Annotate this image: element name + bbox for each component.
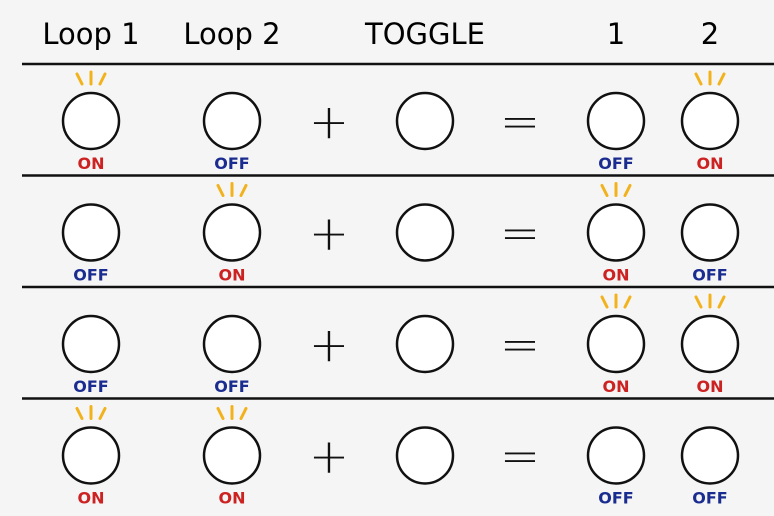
state-label: OFF xyxy=(73,266,108,285)
footswitch-circle-icon xyxy=(680,91,740,151)
state-label: OFF xyxy=(692,266,727,285)
footswitch-circle-icon xyxy=(202,314,262,374)
lit-indicator-icon xyxy=(600,293,632,309)
toggle-footswitch-icon xyxy=(395,91,455,151)
loop2-switch: OFF xyxy=(202,91,262,173)
lit-indicator-icon xyxy=(75,70,107,86)
equals-sign: = xyxy=(500,94,540,150)
footswitch-circle-icon xyxy=(202,426,262,485)
footswitch-circle-icon xyxy=(680,203,740,262)
header-loop1: Loop 1 xyxy=(42,17,139,51)
glow-ray xyxy=(600,295,609,309)
header-toggle: TOGGLE xyxy=(364,17,485,51)
loop1-switch: ON xyxy=(61,70,121,173)
footswitch-circle-icon xyxy=(202,91,262,151)
glow-ray xyxy=(717,72,726,86)
toggle-footswitch-icon xyxy=(395,314,455,374)
footswitch-circle-icon xyxy=(61,314,121,374)
state-label: ON xyxy=(78,489,105,508)
header-output-1: 1 xyxy=(607,17,625,51)
output1-switch: ON xyxy=(586,182,646,285)
loop1-switch: ON xyxy=(61,405,121,508)
output1-switch: ON xyxy=(586,293,646,396)
glow-ray xyxy=(239,184,248,197)
equals-sign: = xyxy=(500,317,540,373)
lit-indicator-icon xyxy=(75,405,107,420)
plus-sign: + xyxy=(309,206,349,262)
glow-ray xyxy=(600,184,609,197)
glow-ray xyxy=(717,295,726,309)
state-label: ON xyxy=(697,154,724,173)
footswitch-circle-icon xyxy=(586,203,646,262)
header-output-2: 2 xyxy=(701,17,719,51)
glow-ray xyxy=(623,184,632,197)
plus-sign: + xyxy=(309,429,349,485)
state-label: ON xyxy=(219,266,246,285)
glow-ray xyxy=(216,407,225,420)
glow-ray xyxy=(694,295,703,309)
glow-ray xyxy=(75,407,84,420)
output1-switch: OFF xyxy=(586,426,646,508)
glow-ray xyxy=(75,72,84,86)
header-loop2: Loop 2 xyxy=(183,17,280,51)
lit-indicator-icon xyxy=(216,182,248,197)
table-row: ON OFF + = OFF ON xyxy=(61,70,740,173)
footswitch-circle-icon xyxy=(680,314,740,374)
output2-switch: OFF xyxy=(680,426,740,508)
loop1-switch: OFF xyxy=(61,314,121,396)
lit-indicator-icon xyxy=(216,405,248,420)
state-label: ON xyxy=(603,266,630,285)
loop1-switch: OFF xyxy=(61,203,121,285)
plus-sign: + xyxy=(309,317,349,373)
state-label: OFF xyxy=(598,489,633,508)
output2-switch: ON xyxy=(680,70,740,173)
state-label: OFF xyxy=(214,377,249,396)
table-row: ON ON + = OFF OFF xyxy=(61,405,740,508)
plus-sign: + xyxy=(309,94,349,150)
output2-switch: ON xyxy=(680,293,740,396)
table-row: OFF ON + = ON OFF xyxy=(61,182,740,285)
lit-indicator-icon xyxy=(694,70,726,86)
footswitch-circle-icon xyxy=(61,203,121,262)
toggle-footswitch-icon xyxy=(395,203,455,262)
state-label: ON xyxy=(697,377,724,396)
footswitch-circle-icon xyxy=(586,91,646,151)
footswitch-circle-icon xyxy=(202,203,262,262)
table-row: OFF OFF + = ON ON xyxy=(61,293,740,396)
footswitch-circle-icon xyxy=(586,314,646,374)
equals-sign: = xyxy=(500,206,540,262)
glow-ray xyxy=(98,407,107,420)
state-label: OFF xyxy=(598,154,633,173)
state-label: OFF xyxy=(214,154,249,173)
equals-sign: = xyxy=(500,429,540,485)
state-label: ON xyxy=(78,154,105,173)
glow-ray xyxy=(98,72,107,86)
state-label: OFF xyxy=(692,489,727,508)
glow-ray xyxy=(239,407,248,420)
loop2-switch: ON xyxy=(202,182,262,285)
toggle-footswitch-icon xyxy=(395,426,455,485)
glow-ray xyxy=(216,184,225,197)
loop2-switch: ON xyxy=(202,405,262,508)
footswitch-circle-icon xyxy=(61,426,121,485)
state-label: ON xyxy=(603,377,630,396)
lit-indicator-icon xyxy=(600,182,632,197)
glow-ray xyxy=(694,72,703,86)
footswitch-circle-icon xyxy=(586,426,646,485)
lit-indicator-icon xyxy=(694,293,726,309)
loop2-switch: OFF xyxy=(202,314,262,396)
state-label: ON xyxy=(219,489,246,508)
output1-switch: OFF xyxy=(586,91,646,173)
output2-switch: OFF xyxy=(680,203,740,285)
state-label: OFF xyxy=(73,377,108,396)
glow-ray xyxy=(623,295,632,309)
column-headers: Loop 1 Loop 2 TOGGLE 1 2 xyxy=(42,17,719,51)
footswitch-circle-icon xyxy=(680,426,740,485)
footswitch-circle-icon xyxy=(61,91,121,151)
